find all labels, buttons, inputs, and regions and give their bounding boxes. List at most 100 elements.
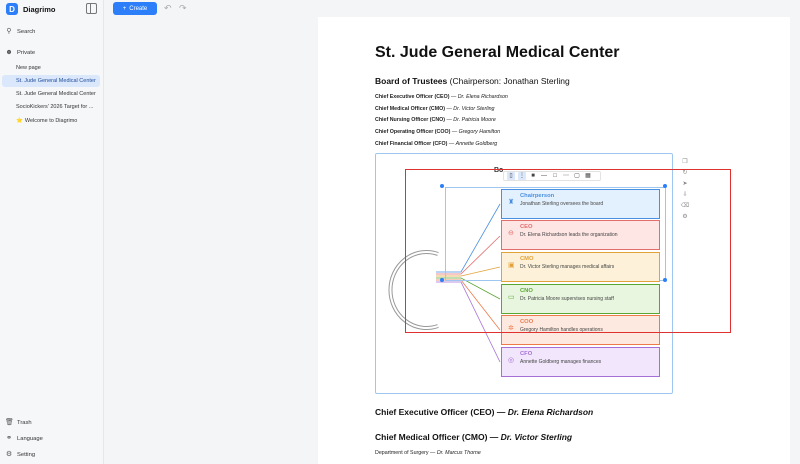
page-label: Welcome to Diagrimo bbox=[24, 118, 78, 124]
layout-b-icon[interactable]: ⋮ bbox=[518, 172, 526, 180]
more-icon[interactable]: ⋯ bbox=[563, 173, 569, 179]
highlight-box bbox=[405, 169, 731, 333]
page-label: St. Jude General Medical Center bbox=[16, 91, 96, 97]
resize-handle[interactable] bbox=[440, 278, 444, 282]
search-label: Search bbox=[17, 29, 36, 35]
section-role: Chief Medical Officer (CMO) — bbox=[375, 432, 499, 442]
search-icon: ⚲ bbox=[6, 28, 12, 35]
card-desc: Dr. Victor Sterling manages medical affa… bbox=[520, 264, 615, 270]
diagram-title-partial: Bo bbox=[494, 167, 504, 174]
redo-icon[interactable]: ↷ bbox=[179, 3, 187, 13]
connector-lines bbox=[436, 203, 501, 363]
diagram-card-cfo[interactable]: ◎ CFO Annette Goldberg manages finances bbox=[501, 347, 660, 377]
app-logo-icon: D bbox=[6, 3, 18, 15]
brand[interactable]: D Diagrimo bbox=[6, 3, 56, 15]
ceo-icon: ⊖ bbox=[508, 230, 514, 237]
language-label: Language bbox=[17, 436, 43, 442]
diagram-frame[interactable]: Bo ▯ ⋮ ■ — □ ⋯ ▢ ▦ ❐ ↻ ➤ ⇩ ⌫ ⚙ bbox=[375, 153, 689, 394]
page-label: New page bbox=[16, 65, 41, 71]
resize-handle[interactable] bbox=[663, 278, 667, 282]
star-icon: ⭐ bbox=[16, 118, 23, 124]
resize-handle[interactable] bbox=[440, 184, 444, 188]
private-label: Private bbox=[17, 50, 36, 56]
resize-handle[interactable] bbox=[663, 184, 667, 188]
gear-icon: ⚙ bbox=[5, 451, 13, 458]
layout-a-icon[interactable]: ▯ bbox=[507, 172, 515, 180]
sidebar-page-active[interactable]: St. Jude General Medical Center bbox=[2, 75, 100, 87]
search-item[interactable]: ⚲ Search bbox=[5, 28, 35, 36]
trash-item[interactable]: 🗑 Trash bbox=[5, 419, 32, 427]
officer-name: Dr. Elena Richardson bbox=[457, 94, 508, 100]
card-desc: Annette Goldberg manages finances bbox=[520, 359, 602, 365]
section-ceo-heading: Chief Executive Officer (CEO) — Dr. Elen… bbox=[375, 407, 593, 417]
language-item[interactable]: ⚭ Language bbox=[5, 435, 43, 443]
document-page: St. Jude General Medical Center Board of… bbox=[318, 17, 790, 464]
setting-item[interactable]: ⚙ Setting bbox=[5, 451, 35, 459]
dept-name: Dr. Marcus Thorne bbox=[436, 450, 481, 456]
diagram-card-cmo[interactable]: ▣ CMO Dr. Victor Sterling manages medica… bbox=[501, 252, 660, 282]
frame-icon[interactable]: □ bbox=[553, 173, 557, 179]
trash-icon: 🗑 bbox=[5, 419, 14, 426]
sidebar-page[interactable]: St. Jude General Medical Center bbox=[2, 88, 100, 100]
board-heading: Board of Trustees (Chairperson: Jonathan… bbox=[375, 76, 570, 86]
officer-role: Chief Operating Officer (COO) bbox=[375, 129, 451, 135]
card-title: COO bbox=[520, 319, 534, 325]
refresh-icon[interactable]: ↻ bbox=[682, 170, 688, 176]
diagram-card-coo[interactable]: ✲ COO Gregory Hamilton handles operation… bbox=[501, 315, 660, 345]
diagram-card-ceo[interactable]: ⊖ CEO Dr. Elena Richardson leads the org… bbox=[501, 220, 660, 250]
dept-line: Department of Surgery — Dr. Marcus Thorn… bbox=[375, 450, 481, 456]
officer-line: Chief Financial Officer (CFO) — Annette … bbox=[375, 141, 498, 147]
create-button[interactable]: + Create bbox=[113, 2, 157, 15]
crop-icon[interactable]: ▢ bbox=[574, 173, 580, 179]
cfo-icon: ◎ bbox=[508, 357, 515, 364]
section-name: Dr. Elena Richardson bbox=[507, 407, 594, 417]
officer-name: Dr. Victor Sterling bbox=[453, 106, 495, 112]
page-title: St. Jude General Medical Center bbox=[375, 44, 620, 61]
sidebar: D Diagrimo ⚲ Search ☻ Private New page S… bbox=[0, 0, 104, 464]
officer-line: Chief Operating Officer (COO) — Gregory … bbox=[375, 129, 501, 135]
officer-role: Chief Medical Officer (CMO) bbox=[375, 106, 446, 112]
plus-icon: + bbox=[122, 5, 127, 12]
diagram-card-cno[interactable]: ▭ CNO Dr. Patricia Moore supervises nurs… bbox=[501, 284, 660, 314]
copy-icon[interactable]: ❐ bbox=[682, 159, 688, 165]
line-icon[interactable]: — bbox=[541, 173, 547, 179]
card-title: CMO bbox=[520, 256, 534, 262]
card-desc: Jonathan Sterling oversees the board bbox=[520, 201, 604, 207]
collapse-sidebar-icon[interactable] bbox=[86, 3, 97, 14]
section-cmo-heading: Chief Medical Officer (CMO) — Dr. Victor… bbox=[375, 432, 572, 442]
diagram-card-chairperson[interactable]: ♜ Chairperson Jonathan Sterling oversees… bbox=[501, 189, 660, 219]
dept-role: Department of Surgery — bbox=[375, 450, 436, 456]
app-name: Diagrimo bbox=[23, 4, 56, 14]
card-desc: Gregory Hamilton handles operations bbox=[520, 327, 603, 333]
officer-name: Annette Goldberg bbox=[455, 141, 498, 147]
page-label: St. Jude General Medical Center bbox=[16, 78, 96, 84]
user-icon: ☻ bbox=[5, 49, 13, 56]
officer-line: Chief Executive Officer (CEO) — Dr. Elen… bbox=[375, 94, 508, 100]
download-icon[interactable]: ⇩ bbox=[682, 192, 688, 198]
card-title: CEO bbox=[520, 224, 533, 230]
share-icon[interactable]: ➤ bbox=[682, 181, 688, 187]
sidebar-page[interactable]: SocioKickers' 2026 Target for ... bbox=[2, 101, 100, 113]
diagram-toolbar: ▯ ⋮ ■ — □ ⋯ ▢ ▦ bbox=[503, 171, 601, 181]
sidebar-page-welcome[interactable]: ⭐Welcome to Diagrimo bbox=[2, 115, 100, 127]
undo-icon[interactable]: ↶ bbox=[164, 3, 172, 13]
grid-icon[interactable]: ▦ bbox=[585, 173, 591, 179]
board-heading-rest: (Chairperson: Jonathan Sterling bbox=[449, 76, 570, 86]
sidebar-page-new[interactable]: New page bbox=[2, 62, 100, 74]
setting-label: Setting bbox=[17, 452, 36, 458]
ring-shape bbox=[388, 250, 439, 330]
fill-icon[interactable]: ■ bbox=[531, 173, 535, 179]
globe-icon: ⚭ bbox=[6, 435, 12, 442]
private-section[interactable]: ☻ Private bbox=[5, 49, 35, 57]
section-name: Dr. Victor Sterling bbox=[500, 432, 573, 442]
cmo-icon: ▣ bbox=[508, 262, 515, 269]
card-title: CFO bbox=[520, 351, 533, 357]
settings-icon[interactable]: ⚙ bbox=[682, 214, 688, 220]
create-label: Create bbox=[129, 5, 148, 12]
card-desc: Dr. Elena Richardson leads the organizat… bbox=[520, 232, 618, 238]
officer-role: Chief Nursing Officer (CNO) bbox=[375, 117, 446, 123]
officer-role: Chief Executive Officer (CEO) bbox=[375, 94, 450, 100]
card-title: CNO bbox=[520, 288, 533, 294]
page-label: SocioKickers' 2026 Target for ... bbox=[16, 104, 94, 110]
delete-icon[interactable]: ⌫ bbox=[680, 203, 690, 209]
